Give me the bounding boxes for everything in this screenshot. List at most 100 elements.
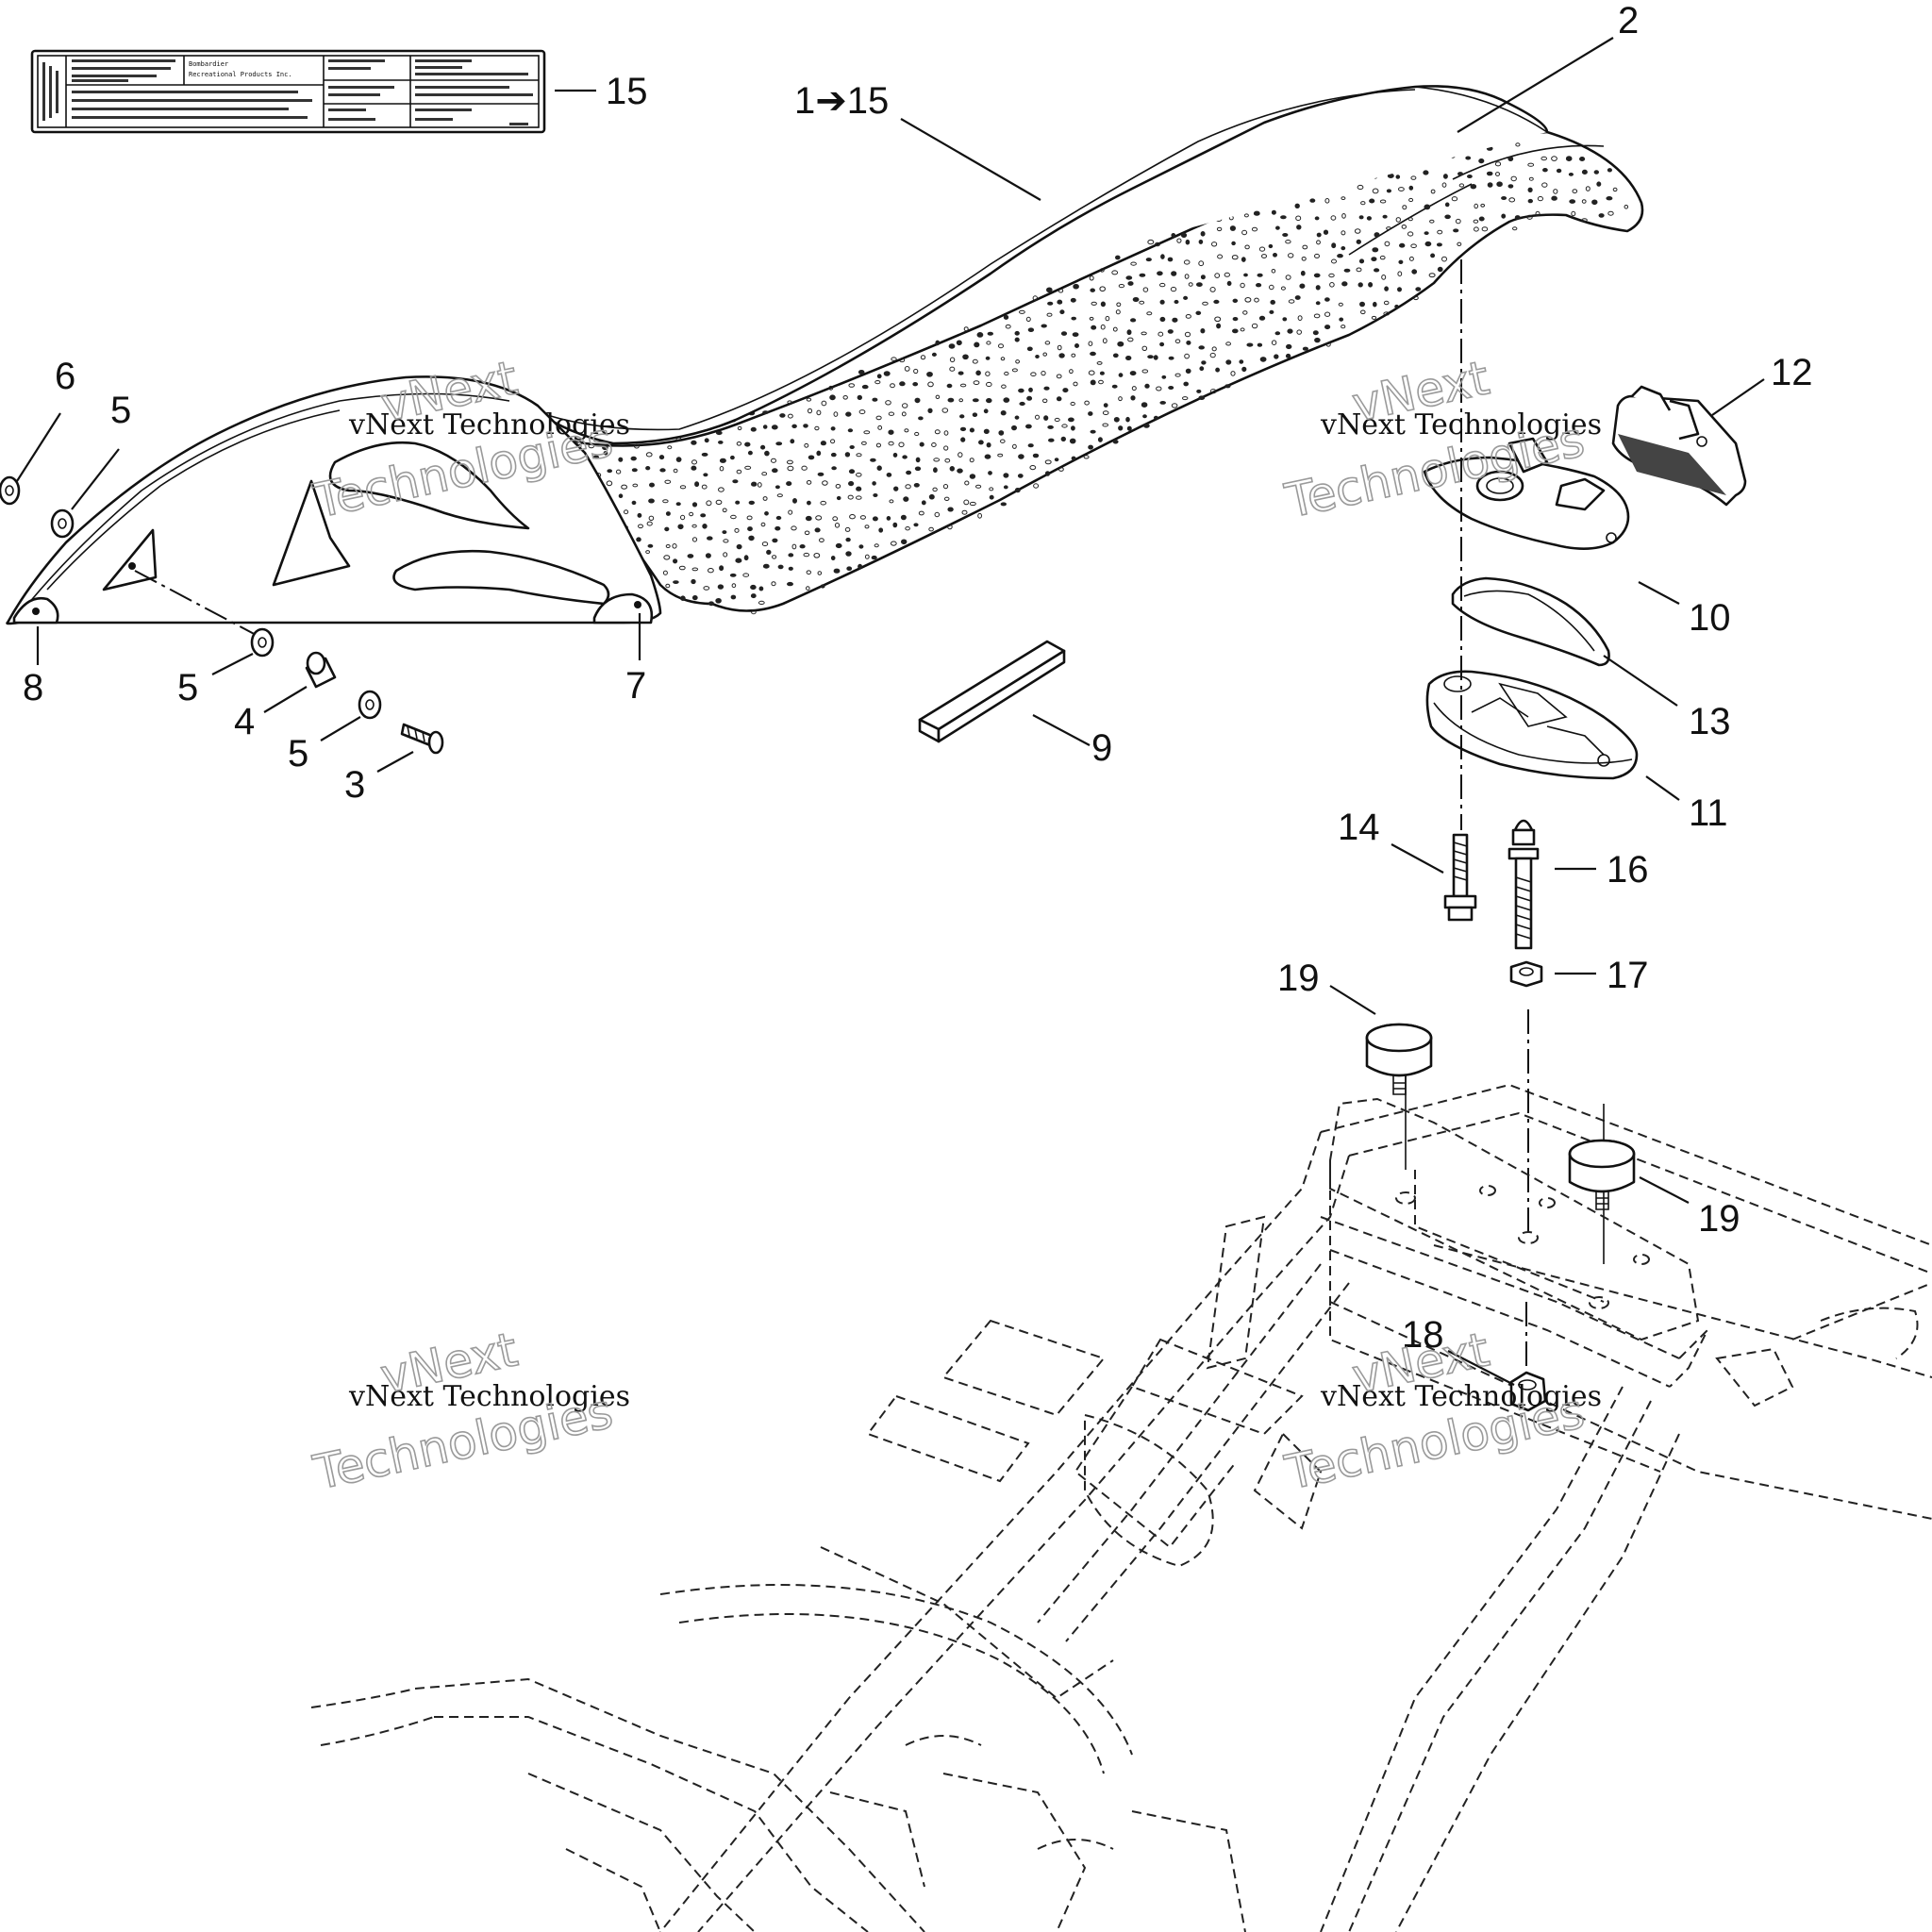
label-3: 3 [344,764,365,806]
seat-texture-dot [1126,425,1132,431]
seat-texture-dot [959,426,967,432]
seat-texture-dot [722,530,727,535]
seat-texture-dot [588,443,595,449]
seat-texture-dot [1607,168,1613,173]
seat-texture-dot [1015,359,1020,364]
seat-texture-dot [723,539,729,543]
seat-texture-dot [864,554,870,559]
seat-texture-dot [848,480,855,487]
seat-texture-dot [1507,184,1514,189]
seat-texture-dot [637,512,642,518]
seat-texture-dot [806,570,811,575]
seat-texture-dot [646,521,653,526]
seat-texture-dot [962,354,969,360]
seat-texture-dot [1282,233,1289,237]
seat-texture-dot [645,452,653,458]
seat-texture-dot [736,469,742,475]
seat-texture-dot [1384,286,1389,291]
seat-texture-dot [1423,170,1429,175]
seat-texture-dot [1444,202,1450,208]
seat-texture-dot [664,479,672,484]
seat-texture-dot [1005,324,1011,329]
svg-text:vNext Technologies: vNext Technologies [1320,1380,1602,1413]
seat-texture-dot [747,526,753,532]
seat-texture-dot [977,512,982,519]
seat-texture-dot [1032,295,1039,301]
seat-texture-dot [871,555,877,560]
seat-texture-dot [1383,300,1390,306]
seat-texture-dot [899,381,906,387]
seat-texture-dot [719,565,724,572]
seat-texture-dot [624,509,629,515]
seat-texture-dot [1090,351,1096,357]
seat-texture-dot [732,479,739,484]
seat-texture-dot [1271,340,1277,346]
seat-texture-dot [691,567,699,572]
seat-texture-dot [1214,316,1222,323]
seat-texture-dot [1415,287,1422,291]
seat-texture-dot [1112,353,1119,358]
seat-texture-dot [816,409,822,416]
seat-texture-dot [757,482,762,488]
seat-texture-dot [874,543,879,548]
seat-texture-dot [1397,271,1403,277]
seat-texture-dot [799,544,806,549]
seat-texture-dot [1200,231,1206,237]
seat-texture-dot [1026,395,1033,401]
seat-texture-dot [888,441,894,446]
seat-texture-dot [817,472,824,476]
seat-texture-dot [1571,210,1576,217]
label-11: 11 [1689,792,1728,834]
seat-texture-dot [1294,295,1301,300]
seat-texture-dot [803,552,810,558]
seat-texture-dot [831,466,837,471]
seat-texture-dot [972,412,978,418]
seat-texture-dot [751,481,758,487]
seat-texture-dot [935,394,941,399]
seat-texture-dot [1131,386,1137,391]
seat-texture-dot [1285,240,1291,244]
seat-texture-dot [1257,273,1263,277]
seat-texture-dot [947,524,953,530]
seat-texture-dot [1315,285,1321,291]
seat-texture-dot [1112,440,1119,444]
seat-texture-dot [1357,282,1363,288]
seat-texture-dot [1480,203,1486,208]
seat-texture-dot [985,356,991,360]
seat-texture-dot [615,469,622,475]
seat-texture-dot [1481,226,1489,232]
seat-texture-dot [1300,270,1306,276]
label-7: 7 [625,665,646,707]
seat-texture-dot [1046,312,1053,317]
seat-texture-dot [975,370,981,376]
seat-texture-dot [1129,371,1137,376]
seat-texture-dot [949,357,956,363]
seat-texture-dot [1139,300,1145,305]
seat-texture-dot [1231,241,1236,246]
seat-texture-dot [959,414,965,419]
seat-texture-dot [901,411,907,417]
decal-brand-line1: Bombardier [189,60,228,68]
seat-texture-dot [856,486,862,491]
foam-strip-part-9 [918,640,1066,743]
seat-texture-dot [1183,295,1189,300]
seat-texture-dot [919,441,924,447]
seat-texture-dot [1268,243,1274,249]
seat-texture-dot [631,468,638,473]
seat-texture-dot [821,400,827,407]
seat-texture-dot [835,542,842,549]
seat-texture-dot [913,483,920,488]
seat-texture-dot [1285,275,1291,280]
seat-texture-dot [1001,384,1007,389]
label-6: 6 [55,356,75,397]
seat-texture-dot [927,381,934,388]
seat-texture-dot [1172,317,1178,323]
seat-texture-dot [1437,229,1443,235]
seat-texture-dot [975,484,982,489]
label-14: 14 [1338,807,1380,848]
seat-texture-dot [667,445,673,450]
seat-texture-dot [1027,327,1035,333]
seat-texture-dot [648,515,655,521]
seat-texture-dot [735,558,742,563]
seat-texture-dot [1043,386,1050,391]
